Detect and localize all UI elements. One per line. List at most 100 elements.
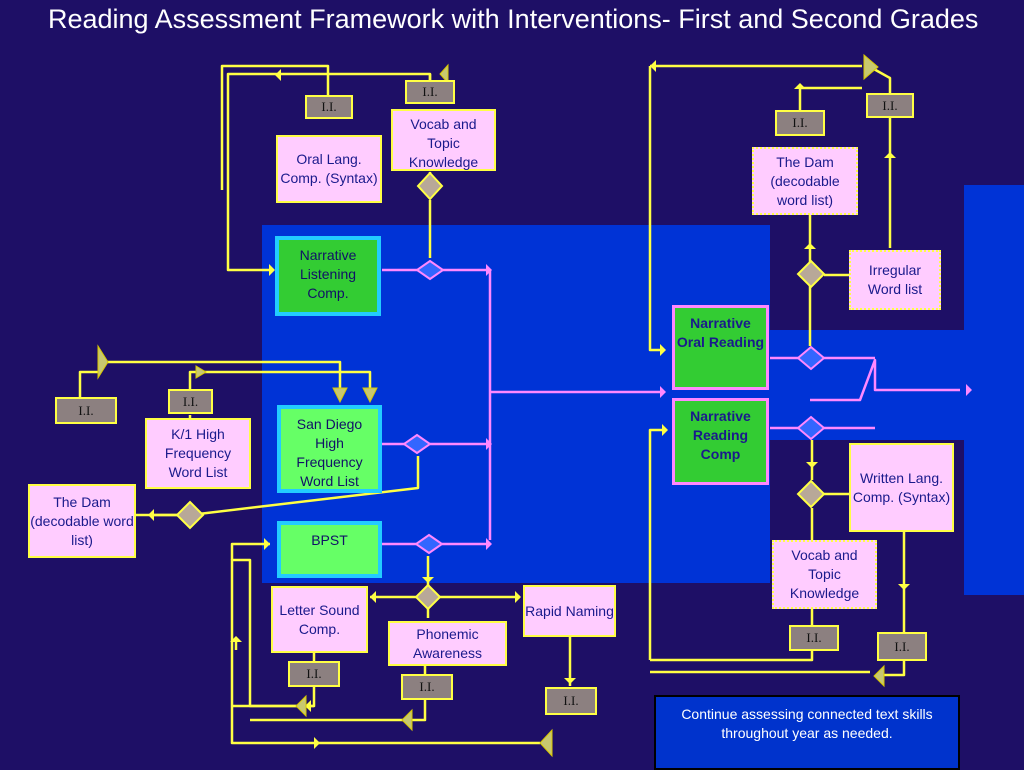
connector-line — [250, 700, 427, 722]
triangle-arrow-icon — [362, 387, 378, 404]
arrowhead-icon — [966, 384, 972, 396]
irregular-word-list-label: Irregular Word list — [867, 262, 923, 297]
triangle-arrow-icon — [195, 365, 207, 379]
connector-line — [648, 428, 662, 660]
intervention-box[interactable]: I.I. — [545, 687, 597, 715]
intervention-box[interactable]: I.I. — [775, 110, 825, 136]
vocab-topic-bottom-label: Vocab and Topic Knowledge — [789, 547, 860, 601]
triangle-arrow-icon — [401, 708, 413, 732]
vocab-topic-top-box[interactable]: Vocab and Topic Knowledge — [391, 109, 496, 171]
arrowhead-icon — [660, 344, 666, 356]
oral-lang-label: Oral Lang. Comp. (Syntax) — [280, 151, 378, 186]
arrowhead-icon — [884, 152, 896, 158]
intervention-box[interactable]: I.I. — [401, 674, 453, 700]
arrowhead-icon — [305, 700, 311, 712]
arrowhead-icon — [660, 386, 666, 398]
rapid-naming-label: Rapid Naming — [525, 602, 614, 619]
connector-line — [230, 542, 270, 560]
arrowhead-icon — [804, 243, 816, 249]
narrative-oral-reading-box[interactable]: Narrative Oral Reading — [672, 305, 769, 390]
arrowhead-icon — [230, 636, 242, 642]
arrowhead-icon — [486, 438, 492, 450]
san-diego-box[interactable]: San Diego High Frequency Word List — [277, 405, 382, 493]
diamond-decision-icon — [414, 533, 444, 555]
intervention-box[interactable]: I.I. — [288, 661, 340, 687]
arrowhead-icon — [515, 591, 521, 603]
arrowhead-icon — [314, 737, 320, 749]
diamond-decision-icon — [414, 583, 442, 611]
narrative-reading-comp-label: Narrative Reading Comp — [690, 408, 751, 462]
diamond-decision-icon — [415, 259, 445, 281]
intervention-box[interactable]: I.I. — [168, 389, 213, 414]
letter-sound-label: Letter Sound Comp. — [279, 601, 360, 637]
right-edge-panel — [964, 185, 1024, 595]
page-title: Reading Assessment Framework with Interv… — [48, 4, 979, 34]
narrative-reading-comp-box[interactable]: Narrative Reading Comp — [672, 398, 769, 485]
diamond-decision-icon — [416, 171, 444, 201]
triangle-arrow-icon — [97, 344, 109, 380]
intervention-box[interactable]: I.I. — [55, 397, 117, 424]
narrative-listening-label: Narrative Listening Comp. — [299, 247, 357, 301]
arrowhead-icon — [486, 538, 492, 550]
connector-line — [188, 370, 372, 390]
phonemic-awareness-label: Phonemic Awareness — [412, 625, 482, 661]
oral-lang-box[interactable]: Oral Lang. Comp. (Syntax) — [276, 135, 382, 203]
k1-high-frequency-box[interactable]: K/1 High Frequency Word List — [145, 418, 251, 489]
intervention-box[interactable]: I.I. — [305, 95, 353, 119]
triangle-arrow-icon — [295, 694, 307, 718]
connector-line — [650, 651, 814, 662]
diamond-decision-icon — [796, 479, 826, 509]
connector-line — [100, 360, 342, 390]
narrative-listening-box[interactable]: Narrative Listening Comp. — [275, 236, 381, 316]
triangle-arrow-icon — [539, 728, 553, 758]
note-box: Continue assessing connected text skills… — [654, 695, 960, 770]
triangle-arrow-icon — [332, 387, 348, 404]
bpst-label: BPST — [311, 532, 348, 548]
the-dam-left-label: The Dam (decodable word list) — [30, 493, 134, 548]
triangle-arrow-icon — [439, 63, 449, 85]
rapid-naming-box[interactable]: Rapid Naming — [523, 585, 616, 637]
connector-line — [220, 64, 330, 190]
the-dam-right-box[interactable]: The Dam (decodable word list) — [752, 147, 858, 215]
connector-line — [871, 66, 892, 93]
arrowhead-icon — [422, 577, 434, 583]
intervention-box[interactable]: I.I. — [405, 80, 455, 104]
the-dam-left-box[interactable]: The Dam (decodable word list) — [28, 484, 136, 558]
note-text: Continue assessing connected text skills… — [681, 706, 933, 741]
pink-connector-line — [810, 358, 960, 402]
san-diego-label: San Diego High Frequency Word List — [296, 416, 363, 489]
diamond-decision-icon — [402, 433, 432, 455]
arrowhead-icon — [269, 264, 275, 276]
vocab-topic-bottom-box[interactable]: Vocab and Topic Knowledge — [772, 540, 877, 609]
arrowhead-icon — [662, 424, 668, 436]
arrowhead-icon — [898, 584, 910, 590]
arrowhead-icon — [275, 69, 281, 81]
written-lang-box[interactable]: Written Lang. Comp. (Syntax) — [849, 443, 954, 532]
right-arrow-band — [770, 330, 966, 440]
diamond-decision-icon — [796, 259, 826, 289]
triangle-arrow-icon — [873, 664, 885, 688]
connector-line — [880, 661, 906, 677]
intervention-box[interactable]: I.I. — [877, 632, 927, 661]
written-lang-label: Written Lang. Comp. (Syntax) — [852, 469, 951, 505]
diamond-decision-icon — [796, 415, 826, 441]
irregular-word-list-box[interactable]: Irregular Word list — [849, 250, 941, 310]
vocab-topic-top-label: Vocab and Topic Knowledge — [408, 116, 479, 170]
arrowhead-icon — [650, 60, 656, 72]
bpst-box[interactable]: BPST — [277, 521, 382, 578]
triangle-arrow-icon — [863, 53, 879, 81]
arrowhead-icon — [806, 462, 818, 468]
k1-high-frequency-label: K/1 High Frequency Word List — [164, 426, 232, 480]
letter-sound-box[interactable]: Letter Sound Comp. — [271, 586, 368, 653]
intervention-box[interactable]: I.I. — [866, 93, 914, 118]
arrowhead-icon — [564, 678, 576, 684]
arrowhead-icon — [370, 591, 376, 603]
the-dam-right-label: The Dam (decodable word list) — [770, 153, 840, 208]
intervention-box[interactable]: I.I. — [789, 625, 839, 651]
diamond-decision-icon — [796, 345, 826, 371]
connector-line — [648, 66, 660, 352]
diamond-decision-icon — [175, 500, 205, 530]
narrative-oral-reading-label: Narrative Oral Reading — [676, 315, 765, 350]
phonemic-awareness-box[interactable]: Phonemic Awareness — [388, 621, 507, 666]
